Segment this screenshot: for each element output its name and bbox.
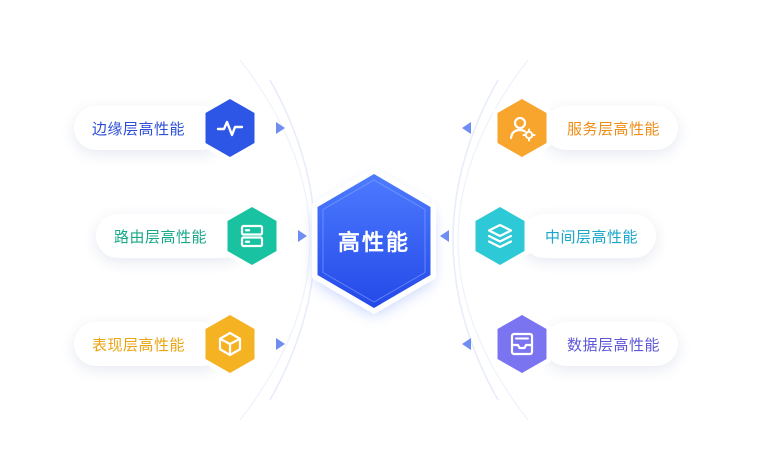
module-pill-middleware: 中间层高性能	[522, 214, 656, 258]
module-hex-edge	[200, 94, 260, 162]
pulse-line-icon	[216, 120, 244, 137]
module-label-data: 数据层高性能	[566, 335, 660, 354]
hexagon-shape	[223, 202, 281, 270]
module-pill-routing: 路由层高性能	[96, 214, 246, 258]
layers-icon	[487, 223, 513, 249]
module-hex-service	[492, 94, 552, 162]
arrow-edge	[276, 122, 285, 134]
cube-icon	[218, 331, 242, 357]
module-pill-edge: 边缘层高性能	[74, 106, 224, 150]
server-rack-icon	[240, 224, 264, 248]
module-pill-data: 数据层高性能	[544, 322, 678, 366]
module-hex-routing	[222, 202, 282, 270]
module-label-presentation: 表现层高性能	[92, 335, 186, 354]
hexagon-shape	[493, 310, 551, 378]
center-title: 高性能	[337, 231, 410, 256]
module-label-routing: 路由层高性能	[114, 227, 208, 246]
module-hex-presentation	[200, 310, 260, 378]
arrow-presentation	[276, 338, 285, 350]
module-pill-service: 服务层高性能	[544, 106, 678, 150]
module-label-edge: 边缘层高性能	[92, 119, 186, 138]
arrow-routing	[298, 230, 307, 242]
module-label-service: 服务层高性能	[566, 119, 660, 138]
center-hexagon-shape	[312, 168, 436, 314]
arrow-data	[462, 338, 471, 350]
user-settings-icon	[509, 116, 536, 142]
module-pill-presentation: 表现层高性能	[74, 322, 224, 366]
module-hex-data	[492, 310, 552, 378]
module-label-middleware: 中间层高性能	[544, 227, 638, 246]
arrow-service	[462, 122, 471, 134]
inbox-tray-icon	[510, 332, 534, 356]
arrow-middleware	[440, 230, 449, 242]
module-hex-middleware	[470, 202, 530, 270]
center-hexagon: 高性能	[309, 168, 439, 314]
